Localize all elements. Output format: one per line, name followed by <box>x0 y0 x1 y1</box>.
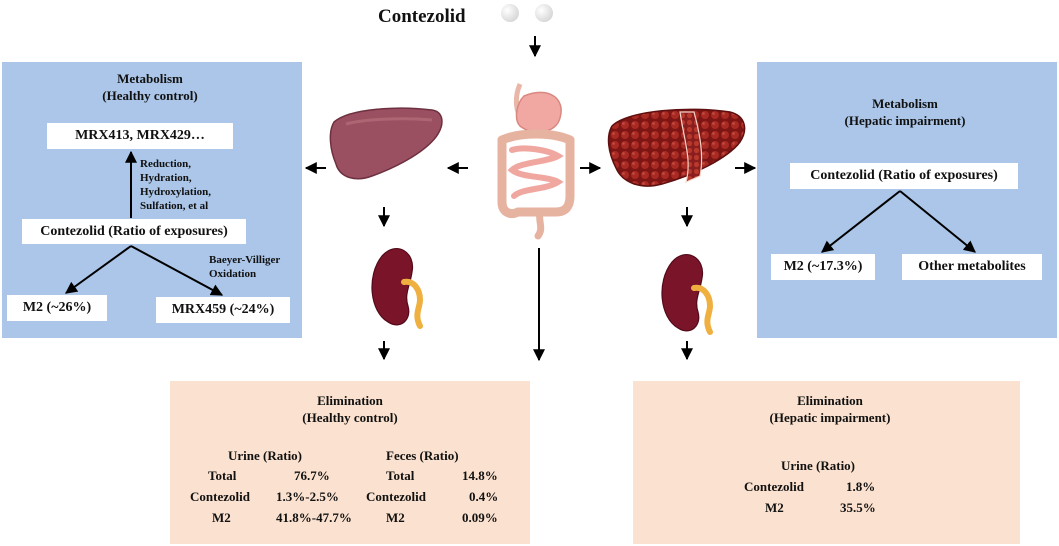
hepatic-label-contezolid: Contezolid <box>744 479 804 494</box>
small-intestine-icon <box>507 145 564 199</box>
healthy-elimination-panel <box>170 381 530 544</box>
oxidation-label: Baeyer-Villiger Oxidation <box>209 254 281 280</box>
hepatic-urine-header: Urine (Ratio) <box>781 458 856 473</box>
hepatic-label-m2: M2 <box>765 500 784 515</box>
urine-value-m2: 41.8%-47.7% <box>276 510 352 525</box>
hepatic-value-contezolid: 1.8% <box>846 479 876 494</box>
healthy-elimination-heading: Elimination (Healthy control) <box>250 392 450 426</box>
kidney-right-icon <box>661 253 714 335</box>
hepatic-parent-box: Contezolid (Ratio of exposures) <box>790 163 1018 189</box>
hepatic-elimination-title: Elimination <box>797 393 863 408</box>
hepatic-m2-box: M2 (~17.3%) <box>771 254 875 280</box>
feces-label-contezolid: Contezolid <box>366 489 426 504</box>
cirrhotic-liver-icon <box>607 108 746 187</box>
arrow-hepatic-parent-to-m2 <box>821 190 901 253</box>
drug-title: Contezolid <box>378 6 466 27</box>
arrow-parent-to-m2 <box>65 245 132 294</box>
pill-icon <box>501 4 519 22</box>
healthy-elimination-subtitle: (Healthy control) <box>302 410 398 425</box>
healthy-metabolism-subtitle: (Healthy control) <box>102 88 198 103</box>
healthy-elimination-title: Elimination <box>317 393 383 408</box>
colon-top-icon <box>497 129 575 145</box>
hepatic-metabolism-subtitle: (Hepatic impairment) <box>844 113 966 128</box>
feces-value-contezolid: 0.4% <box>469 489 499 504</box>
hepatic-metabolism-panel <box>757 62 1057 338</box>
hepatic-elimination-subtitle: (Hepatic impairment) <box>769 410 891 425</box>
urine-label-total: Total <box>208 468 237 483</box>
gi-tract-icon <box>497 83 575 240</box>
feces-value-m2: 0.09% <box>462 510 498 525</box>
healthy-metabolism-panel <box>2 62 302 338</box>
feces-value-total: 14.8% <box>462 468 498 483</box>
urine-label-m2: M2 <box>212 510 231 525</box>
kidney-left-icon <box>371 247 424 329</box>
arrow-parent-to-mrx459 <box>130 245 224 296</box>
healthy-metabolism-title: Metabolism <box>117 71 183 86</box>
healthy-liver-icon <box>329 107 443 180</box>
hepatic-value-m2: 35.5% <box>840 500 876 515</box>
stomach-icon <box>515 91 562 133</box>
arrow-hepatic-parent-to-other <box>899 190 976 253</box>
mrx459-box: MRX459 (~24%) <box>156 297 290 323</box>
hepatic-elimination-panel <box>633 381 1020 544</box>
healthy-m2-box: M2 (~26%) <box>7 295 107 321</box>
feces-header: Feces (Ratio) <box>386 448 459 463</box>
reactions-label: Reduction, Hydration, Hydroxylation, Sul… <box>140 158 212 212</box>
feces-label-m2: M2 <box>386 510 405 525</box>
hepatic-elimination-heading: Elimination (Hepatic impairment) <box>730 392 930 426</box>
hepatic-metabolism-title: Metabolism <box>872 96 938 111</box>
pill-icon <box>535 4 553 22</box>
urine-header: Urine (Ratio) <box>228 448 303 463</box>
other-metabolites-box: Other metabolites <box>902 254 1042 280</box>
urine-value-total: 76.7% <box>294 468 330 483</box>
healthy-metabolism-heading: Metabolism (Healthy control) <box>60 70 240 104</box>
top-metabolites-box: MRX413, MRX429… <box>47 123 233 149</box>
feces-label-total: Total <box>386 468 415 483</box>
healthy-parent-box: Contezolid (Ratio of exposures) <box>22 219 246 244</box>
urine-label-contezolid: Contezolid <box>190 489 250 504</box>
hepatic-metabolism-heading: Metabolism (Hepatic impairment) <box>800 95 1010 129</box>
urine-value-contezolid: 1.3%-2.5% <box>276 489 339 504</box>
rectum-icon <box>534 208 545 240</box>
